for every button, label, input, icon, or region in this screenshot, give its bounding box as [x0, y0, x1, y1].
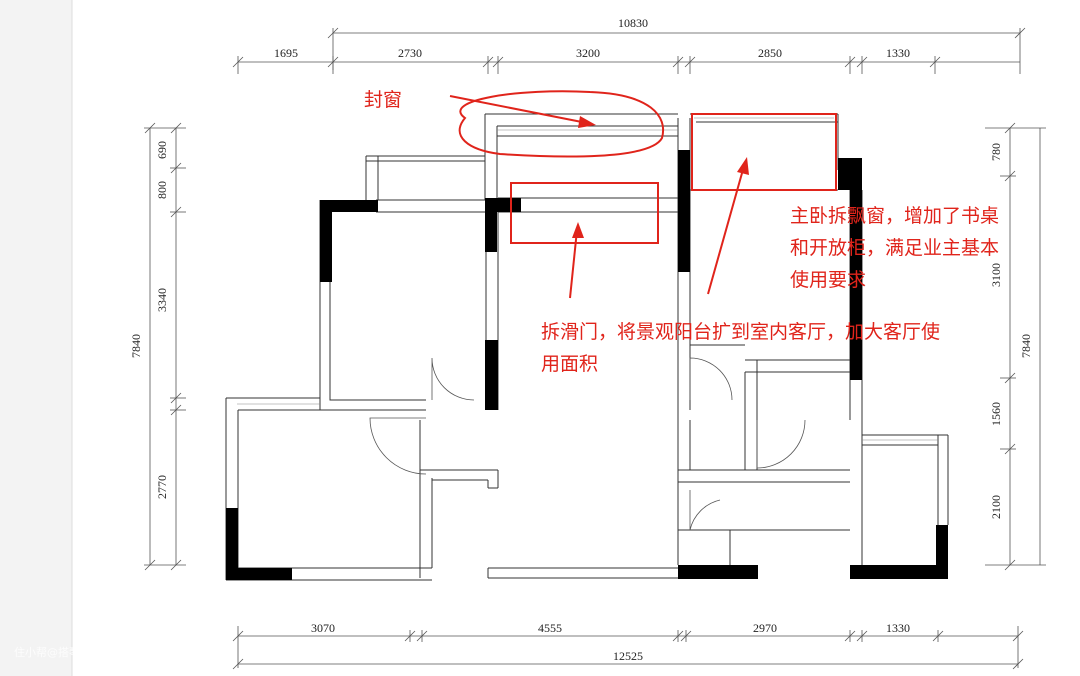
dim-bottom-seg-3: 2970 — [753, 621, 777, 635]
seal-window-arrow-line — [449, 95, 593, 125]
dim-right-seg-1: 780 — [989, 143, 1003, 161]
dim-bottom-seg-2: 4555 — [538, 621, 562, 635]
dim-right-total: 7840 — [1019, 334, 1033, 358]
dim-bottom-seg-1: 3070 — [311, 621, 335, 635]
dim-bottom-seg-4: 1330 — [886, 621, 910, 635]
annotation-living-room-2: 用面积 — [541, 353, 598, 375]
dim-right-seg-3: 1560 — [989, 402, 1003, 426]
living-arrow-line — [569, 229, 578, 299]
left-dimension-lines — [144, 122, 186, 571]
sliding-door-box — [510, 182, 659, 244]
dim-left-seg-4: 2770 — [155, 475, 169, 499]
right-dimension-lines — [985, 122, 1046, 571]
bedroom-arrow-line — [707, 165, 745, 295]
annotation-master-bedroom-2: 和开放柜，满足业主基本 — [790, 237, 999, 259]
annotation-master-bedroom-3: 使用要求 — [790, 269, 866, 291]
balcony-glazing — [237, 117, 938, 441]
bottom-dimension-lines — [232, 626, 1024, 670]
annotation-seal-window: 封窗 — [364, 89, 402, 111]
concrete-walls — [226, 150, 948, 580]
dim-left-seg-2: 800 — [155, 181, 169, 199]
dim-left-seg-3: 3340 — [155, 288, 169, 312]
dim-top-seg-3: 3200 — [576, 46, 600, 60]
annotation-markup — [449, 90, 837, 299]
dim-left-seg-1: 690 — [155, 141, 169, 159]
annotation-master-bedroom-1: 主卧拆飘窗，增加了书桌 — [790, 205, 999, 227]
dim-right-seg-4: 2100 — [989, 495, 1003, 519]
drawing-sheet — [72, 0, 1080, 676]
dim-left-total: 7840 — [129, 334, 143, 358]
dim-top-total: 10830 — [618, 16, 648, 30]
dim-top-seg-4: 2850 — [758, 46, 782, 60]
dim-right-seg-2: 3100 — [989, 263, 1003, 287]
dim-top-seg-2: 2730 — [398, 46, 422, 60]
watermark: 住小帮@搭琴设计 — [14, 645, 102, 659]
annotation-arrowheads — [572, 116, 749, 238]
seal-window-loop — [458, 90, 665, 158]
bay-window-box — [691, 113, 837, 191]
door-swings — [369, 357, 806, 531]
top-dimension-lines — [232, 27, 1026, 74]
dim-top-seg-5: 1330 — [886, 46, 910, 60]
dim-bottom-total: 12525 — [613, 649, 643, 663]
annotation-living-room-1: 拆滑门，将景观阳台扩到室内客厅，加大客厅使 — [541, 321, 940, 343]
dim-top-seg-1: 1695 — [274, 46, 298, 60]
